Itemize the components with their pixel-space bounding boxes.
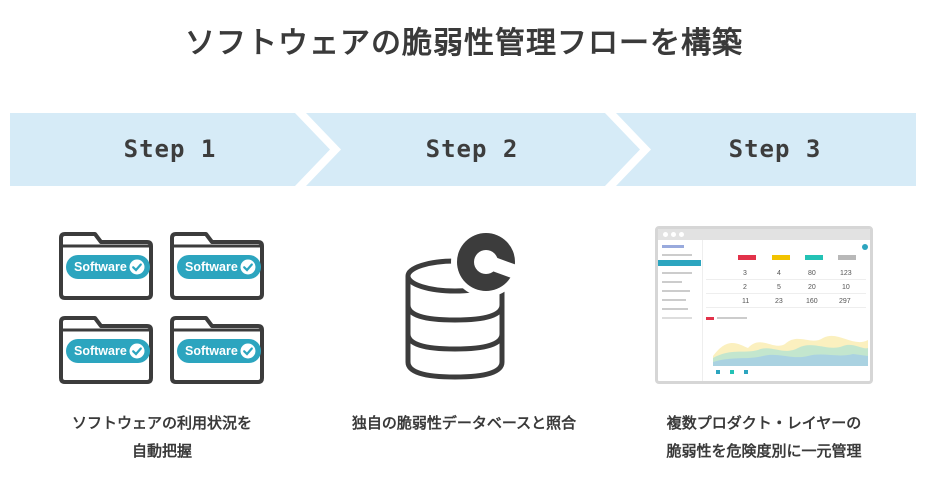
folder-icon: Software (57, 228, 155, 300)
check-circle-icon (240, 343, 256, 359)
grid-cell: 4 (777, 270, 781, 277)
step-3-label: Step 3 (728, 135, 822, 163)
dashboard-sidebar (658, 240, 703, 381)
step-1-label: Step 1 (123, 135, 217, 163)
check-circle-icon (129, 259, 145, 275)
software-badge: Software (177, 339, 261, 363)
step-1-caption: ソフトウェアの利用状況を 自動把握 (71, 414, 252, 460)
grid-cell: 20 (808, 284, 816, 291)
dashboard-preview: 3 4 80 123 2 5 20 10 11 23 160 297 (655, 226, 873, 384)
grid-cell: 2 (743, 284, 747, 291)
trend-area-chart (713, 335, 868, 366)
check-circle-icon (129, 343, 145, 359)
software-badge: Software (177, 255, 261, 279)
software-badge: Software (66, 339, 150, 363)
folder-icon: Software (168, 312, 266, 384)
step-2-label: Step 2 (425, 135, 519, 163)
grid-cell: 160 (806, 298, 818, 305)
database-wrench-icon (405, 227, 521, 380)
grid-cell: 23 (775, 298, 783, 305)
grid-cell: 297 (839, 298, 851, 305)
step-2-caption: 独自の脆弱性データベースと照合 (351, 414, 577, 432)
grid-cell: 3 (743, 270, 747, 277)
window-bar (658, 229, 870, 240)
folder-icon: Software (168, 228, 266, 300)
step-3-caption: 複数プロダクト・レイヤーの 脆弱性を危険度別に一元管理 (666, 414, 862, 460)
grid-cell: 10 (842, 284, 850, 291)
grid-cell: 5 (777, 284, 781, 291)
grid-cell: 123 (840, 270, 852, 277)
folder-icon: Software (57, 312, 155, 384)
step-banner: Step 1 Step 2 Step 3 (10, 113, 916, 186)
step-arrows (10, 113, 916, 186)
check-circle-icon (240, 259, 256, 275)
software-badge: Software (66, 255, 150, 279)
page-title: ソフトウェアの脆弱性管理フローを構築 (185, 26, 743, 61)
grid-cell: 80 (808, 270, 816, 277)
grid-cell: 11 (742, 298, 750, 305)
